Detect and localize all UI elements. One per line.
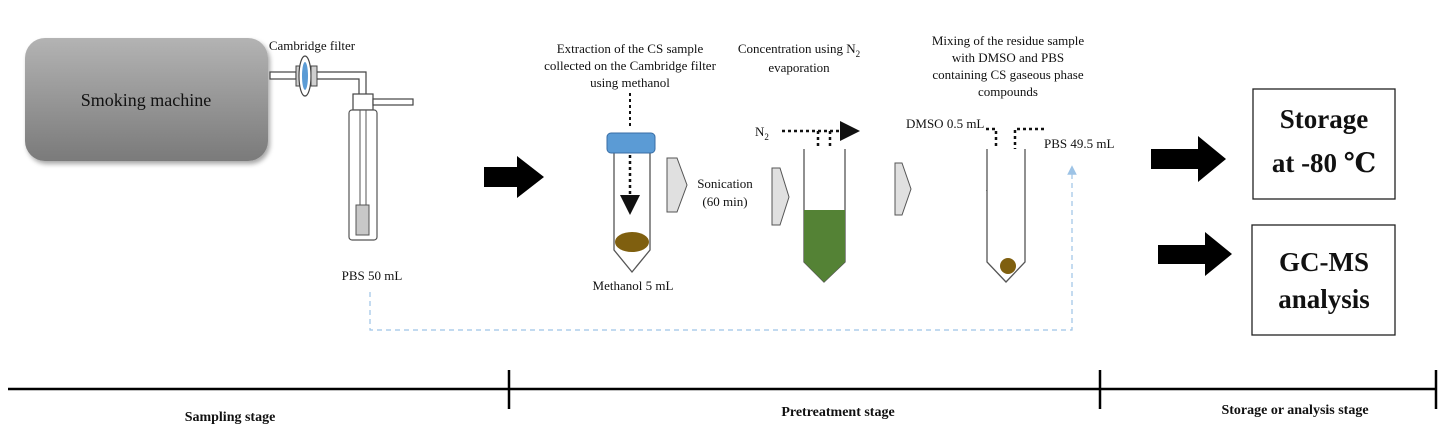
impinger: PBS 50 mL [342, 93, 414, 283]
dmso-label: DMSO 0.5 mL [906, 116, 984, 131]
storage-box: Storage at -80 ℃ [1252, 88, 1396, 200]
gcms-box-frame [1251, 224, 1396, 336]
mixing-line-3: containing CS gaseous phase [932, 67, 1084, 82]
n2-label: N2 [755, 124, 769, 142]
filter-flange-right [310, 65, 318, 87]
cambridge-filter-label: Cambridge filter [269, 38, 356, 53]
flow-arrow-to-storage [1151, 136, 1226, 182]
outlet-tube [317, 71, 367, 96]
sonication-step: Sonication (60 min) [697, 176, 753, 209]
mixing-tube [986, 149, 1026, 283]
gaseous-phase-transfer-line [369, 165, 1077, 331]
smoking-machine-label: Smoking machine [81, 90, 211, 110]
methanol-label: Methanol 5 mL [593, 278, 674, 293]
storage-analysis-stage-label: Storage or analysis stage [1221, 403, 1368, 418]
pbs-50-label: PBS 50 mL [342, 268, 403, 283]
gcms-line-1: GC-MS [1279, 247, 1369, 277]
extraction-tube [613, 152, 651, 274]
storage-line-2: at -80 ℃ [1272, 148, 1376, 178]
concentration-line-1: Concentration using N2 [738, 41, 860, 59]
sampling-stage-label: Sampling stage [185, 410, 276, 425]
extraction-line-3: using methanol [590, 75, 670, 90]
pbs-49-label: PBS 49.5 mL [1044, 136, 1114, 151]
extract-sample-blob [615, 232, 649, 252]
concentration-step: Concentration using N2 evaporation N2 [738, 41, 860, 283]
smoking-machine: Smoking machine [25, 38, 268, 161]
filter-pad [302, 62, 308, 90]
pretreatment-stage-label: Pretreatment stage [781, 405, 894, 420]
mixing-step: Mixing of the residue sample with DMSO a… [906, 33, 1114, 283]
step-arrow-3 [894, 162, 912, 216]
extraction-line-1: Extraction of the CS sample [557, 41, 704, 56]
mixing-residue-blob [1000, 258, 1016, 274]
flow-arrow-to-gcms [1158, 232, 1232, 276]
cambridge-filter-assembly: Cambridge filter [269, 38, 367, 97]
extraction-tube-cap [606, 132, 656, 154]
storage-box-frame [1252, 88, 1396, 200]
gcms-line-2: analysis [1278, 284, 1370, 314]
extraction-step: Extraction of the CS sample collected on… [544, 41, 716, 293]
storage-line-1: Storage [1280, 104, 1368, 134]
impinger-outlet [372, 98, 414, 106]
sonication-line-1: Sonication [697, 176, 753, 191]
impinger-stopper [352, 93, 374, 111]
inlet-tube [269, 71, 297, 80]
step-arrow-1 [666, 157, 688, 213]
gcms-box: GC-MS analysis [1251, 224, 1396, 336]
concentration-line-2: evaporation [768, 60, 830, 75]
mixing-line-2: with DMSO and PBS [952, 50, 1064, 65]
step-arrow-2 [771, 167, 790, 226]
impinger-frit [355, 204, 370, 236]
sonication-line-2: (60 min) [702, 194, 747, 209]
concentrate-liquid [804, 210, 845, 282]
mixing-line-1: Mixing of the residue sample [932, 33, 1085, 48]
extraction-line-2: collected on the Cambridge filter [544, 58, 716, 73]
smoking-machine-box [25, 38, 268, 161]
stage-timeline: Sampling stage Pretreatment stage Storag… [8, 370, 1438, 425]
mixing-line-4: compounds [978, 84, 1038, 99]
flow-arrow-to-pretreatment [484, 156, 544, 198]
